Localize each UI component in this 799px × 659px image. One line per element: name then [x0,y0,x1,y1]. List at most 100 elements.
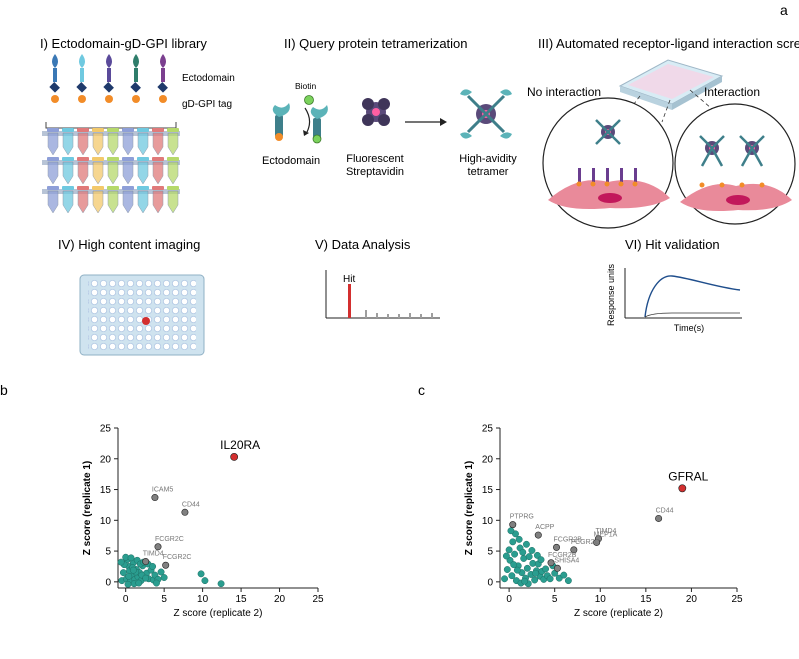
c-y-tick-label: 25 [482,424,494,435]
c-x-tick-label: 20 [686,594,698,605]
tube [62,161,74,185]
gpi-anchor-icon [51,95,59,103]
cluster-point [509,538,517,546]
tube-cap [107,157,119,161]
gpi-anchor-icon [105,95,113,103]
scatter-plot-b: Z score (replicate 2) Z score (replicate… [82,424,324,620]
point-label: ACPP [535,524,554,531]
cluster-point [507,527,515,535]
step-5-analysis: V) Data Analysis Hit [315,237,440,319]
background-bars [365,310,433,318]
tetramer-line2: tetramer [468,166,509,178]
tube-cap [92,186,104,190]
labeled-point [534,531,542,539]
ectodomain-stalk [134,68,138,82]
binding-curve [644,275,741,318]
tube [47,161,59,185]
tube-cap [137,186,149,190]
tube-cap [152,157,164,161]
tube-cap [62,186,74,190]
b-x-tick-label: 10 [197,594,209,605]
step-4-imaging: IV) High content imaging [58,237,205,356]
c-y-tick-label: 10 [482,516,494,527]
cluster-point [528,547,536,554]
tube-cap [137,157,149,161]
b-x-tick-label: 20 [274,594,286,605]
ectodomain-stalk [53,68,57,82]
cluster-point [542,565,550,573]
b-x-tick-label: 25 [312,594,324,605]
gpi-anchor-icon [132,95,140,103]
tube [107,161,119,185]
interaction-circle [674,103,796,225]
tube [77,132,89,156]
streptavidin-line1: Fluorescent [346,153,403,165]
point-label: FCGR2B [554,536,583,543]
b-y-tick-label: 0 [105,577,111,588]
cluster-point [521,577,529,585]
plot-b-ylabel: Z score (replicate 1) [82,461,93,555]
tube [107,132,119,156]
cluster-point [505,546,513,554]
point-label: ICAM5 [152,487,174,494]
plot-c-xlabel: Z score (replicate 2) [574,608,663,619]
step-1-library: I) Ectodomain-gD-GPI library Ectodomain … [40,36,235,214]
panel-label-c: c [418,382,425,398]
ectodomain-legend: Ectodomain [182,73,235,84]
labeled-point [509,521,517,529]
tube-cap [167,186,179,190]
tube [122,161,134,185]
labeled-point [553,564,561,572]
cluster-point [532,569,539,577]
gd-tag-icon [76,82,87,93]
plot-b-xlabel: Z score (replicate 2) [174,608,263,619]
c-x-tick-label: 5 [552,594,558,605]
c-y-tick-label: 0 [487,577,493,588]
point-label: FCGR2C [155,536,184,543]
gpi-anchor-icon [159,95,167,103]
tube [167,161,179,185]
tube-cap [47,157,59,161]
tube [62,132,74,156]
hit-point [230,453,239,461]
cluster-point [502,552,510,560]
cluster-point [124,580,132,588]
gd-gpi-tag-legend: gD-GPI tag [182,99,232,110]
cluster-point [515,535,523,543]
tube [47,190,59,214]
tetramer-icon [460,89,512,139]
cluster-point [135,579,143,587]
cluster-point [564,577,572,585]
labeled-point [142,558,150,566]
tube [47,132,59,156]
tube [77,161,89,185]
interaction-label: Interaction [704,85,760,99]
c-y-tick-label: 15 [482,485,494,496]
gd-tag-icon [49,82,60,93]
cluster-point [510,561,518,569]
cluster-point [125,572,133,580]
tube [92,190,104,214]
tube [137,132,149,156]
step-1-title: I) Ectodomain-gD-GPI library [40,36,207,51]
tube-cap [77,128,89,132]
tube-cap [47,128,59,132]
ectodomain-shape [133,54,139,68]
point-label: CD44 [656,507,674,514]
panel-label-a: a [780,2,788,18]
tube [167,190,179,214]
control-curve [644,312,740,318]
point-label: FCGR2B [548,552,577,559]
streptavidin-line2: Streptavidin [346,166,404,178]
point-label: TIMD4 [143,551,164,558]
labeled-point [181,508,189,516]
step-2-title: II) Query protein tetramerization [284,36,468,51]
step-3-screen: III) Automated receptor-ligand interacti… [527,36,799,229]
tube-cap [107,186,119,190]
streptavidin-icon [362,98,390,126]
validation-xlabel: Time(s) [674,323,704,333]
tube [167,132,179,156]
cluster-point [142,574,150,582]
c-x-tick-label: 25 [731,594,743,605]
